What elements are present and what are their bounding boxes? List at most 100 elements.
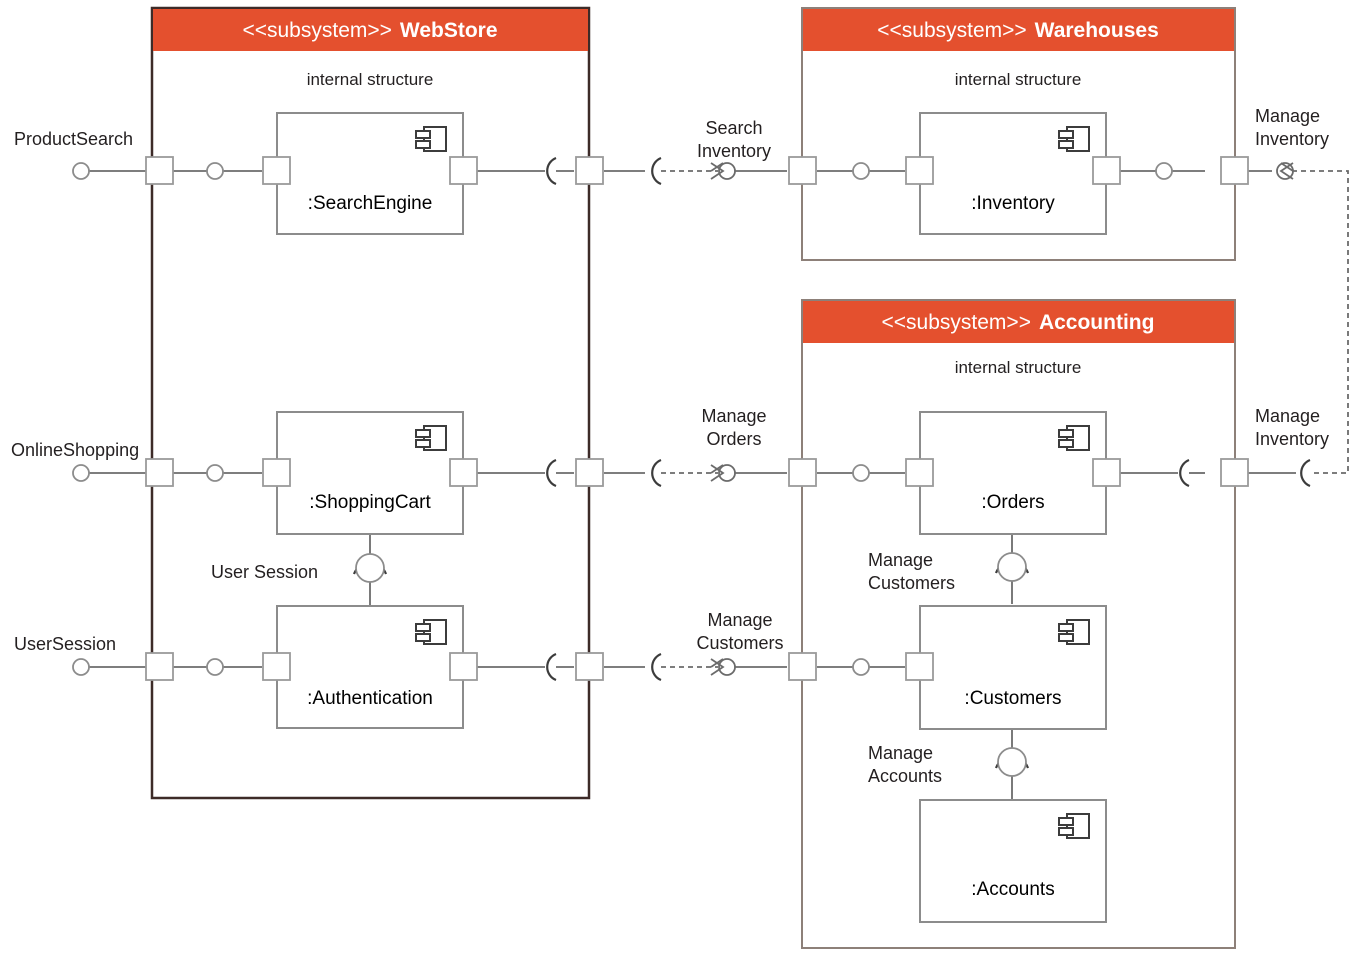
component-customers-label: :Customers — [964, 688, 1061, 709]
label-manage-customers-int-line1: Manage — [868, 550, 933, 570]
label-manage-inventory-top: Manage Inventory — [1255, 106, 1329, 149]
component-icon — [415, 619, 447, 645]
ball-search-inventory-target[interactable] — [718, 162, 736, 180]
component-shoppingcart[interactable]: :ShoppingCart — [276, 411, 464, 535]
port-searchengine-left[interactable] — [262, 156, 291, 185]
arrowhead-manage-inventory — [1279, 162, 1294, 180]
port-orders-left[interactable] — [905, 458, 934, 487]
label-manage-customers-line1: Manage — [707, 610, 772, 630]
label-manage-accounts-internal: Manage Accounts — [868, 743, 942, 786]
port-searchengine-right[interactable] — [449, 156, 478, 185]
arrowhead-search-inventory-cross — [710, 162, 724, 172]
required-interface-sockets — [546, 156, 1311, 682]
interface-user-session[interactable] — [352, 553, 388, 583]
port-orders-right[interactable] — [1092, 458, 1121, 487]
port-authentication-left[interactable] — [262, 652, 291, 681]
ball-warehouses-searchinventory-internal[interactable] — [852, 162, 870, 180]
port-accounting-right[interactable] — [1220, 458, 1249, 487]
label-manage-inventory-bottom-line2: Inventory — [1255, 429, 1329, 449]
label-usersession: UserSession — [14, 634, 116, 654]
port-webstore-searchinventory[interactable] — [575, 156, 604, 185]
ball-inventory-manageinventory[interactable] — [1155, 162, 1173, 180]
label-search-inventory-line1: Search — [705, 118, 762, 138]
ball-user-session — [355, 553, 385, 583]
socket-authentication-out[interactable] — [546, 652, 557, 682]
ball-productsearch[interactable] — [72, 162, 90, 180]
port-accounting-left-customers[interactable] — [788, 652, 817, 681]
arrowhead-search-inventory — [710, 162, 725, 180]
component-orders-label: :Orders — [981, 492, 1044, 513]
socket-manage-customers[interactable] — [651, 652, 662, 682]
component-accounts[interactable]: :Accounts — [919, 799, 1107, 923]
ball-webstore-usersession-internal[interactable] — [206, 658, 224, 676]
subsystem-accounting-header — [803, 301, 1234, 343]
label-manage-customers-line2: Customers — [696, 633, 783, 653]
component-orders[interactable]: :Orders — [919, 411, 1107, 535]
subsystem-webstore-header — [153, 9, 588, 51]
port-warehouses-right[interactable] — [1220, 156, 1249, 185]
port-inventory-right[interactable] — [1092, 156, 1121, 185]
port-customers-left[interactable] — [905, 652, 934, 681]
port-webstore-usersession[interactable] — [145, 652, 174, 681]
socket-shoppingcart-out[interactable] — [546, 458, 557, 488]
component-searchengine[interactable]: :SearchEngine — [276, 112, 464, 235]
port-warehouses-left[interactable] — [788, 156, 817, 185]
socket-manage-orders[interactable] — [651, 458, 662, 488]
interface-manage-customers-internal[interactable] — [994, 552, 1030, 582]
component-icon — [1058, 813, 1090, 839]
arrowhead-manage-orders — [710, 464, 725, 482]
label-manage-accounts-int-line1: Manage — [868, 743, 933, 763]
socket-searchengine-out[interactable] — [546, 156, 557, 186]
component-shoppingcart-label: :ShoppingCart — [309, 492, 431, 513]
label-manage-orders-line2: Orders — [706, 429, 761, 449]
port-shoppingcart-right[interactable] — [449, 458, 478, 487]
component-icon — [1058, 619, 1090, 645]
provided-interface-balls — [72, 162, 1173, 676]
dependency-arrowheads — [710, 162, 1294, 676]
component-icon — [1058, 126, 1090, 152]
subsystem-warehouses-title: <<subsystem>>Warehouses — [877, 19, 1159, 42]
port-authentication-right[interactable] — [449, 652, 478, 681]
label-search-inventory: Search Inventory — [697, 118, 771, 161]
interface-manage-accounts-internal[interactable] — [994, 747, 1030, 777]
dashed-manage-inventory-route — [1292, 170, 1349, 474]
component-inventory-label: :Inventory — [971, 193, 1055, 214]
port-webstore-managecustomers[interactable] — [575, 652, 604, 681]
arrowhead-manage-customers-cross — [710, 658, 724, 668]
label-manage-inventory-top-line1: Manage — [1255, 106, 1320, 126]
port-shoppingcart-left[interactable] — [262, 458, 291, 487]
label-search-inventory-line2: Inventory — [697, 141, 771, 161]
arrowhead-manage-inventory-cross — [1280, 162, 1294, 172]
component-customers[interactable]: :Customers — [919, 605, 1107, 730]
assembly-target-balls — [718, 162, 1294, 676]
ball-manage-orders-target[interactable] — [718, 464, 736, 482]
subsystem-accounting-title: <<subsystem>>Accounting — [882, 311, 1155, 334]
component-accounts-label: :Accounts — [971, 879, 1054, 900]
port-webstore-manageorders[interactable] — [575, 458, 604, 487]
port-webstore-onlineshopping[interactable] — [145, 458, 174, 487]
ball-manage-accounts-internal — [997, 747, 1027, 777]
label-manage-inventory-bottom: Manage Inventory — [1255, 406, 1329, 449]
ball-accounting-manageorders-internal[interactable] — [852, 464, 870, 482]
port-webstore-productsearch[interactable] — [145, 156, 174, 185]
component-searchengine-label: :SearchEngine — [308, 193, 433, 214]
component-authentication[interactable]: :Authentication — [276, 605, 464, 729]
ball-manage-customers-target[interactable] — [718, 658, 736, 676]
port-accounting-left-orders[interactable] — [788, 458, 817, 487]
ball-webstore-onlineshopping-internal[interactable] — [206, 464, 224, 482]
component-icon — [415, 425, 447, 451]
subsystem-webstore-title: <<subsystem>>WebStore — [242, 19, 497, 42]
socket-manage-inventory-in[interactable] — [1300, 458, 1311, 488]
ball-accounting-managecustomers-internal[interactable] — [852, 658, 870, 676]
label-onlineshopping: OnlineShopping — [11, 440, 139, 460]
port-inventory-left[interactable] — [905, 156, 934, 185]
ball-webstore-productsearch-internal[interactable] — [206, 162, 224, 180]
ball-usersession[interactable] — [72, 658, 90, 676]
ball-onlineshopping[interactable] — [72, 464, 90, 482]
label-manage-customers-assembly: Manage Customers — [696, 610, 783, 653]
socket-orders-out[interactable] — [1179, 458, 1190, 488]
socket-search-inventory[interactable] — [651, 156, 662, 186]
component-inventory[interactable]: :Inventory — [919, 112, 1107, 235]
label-manage-customers-int-line2: Customers — [868, 573, 955, 593]
